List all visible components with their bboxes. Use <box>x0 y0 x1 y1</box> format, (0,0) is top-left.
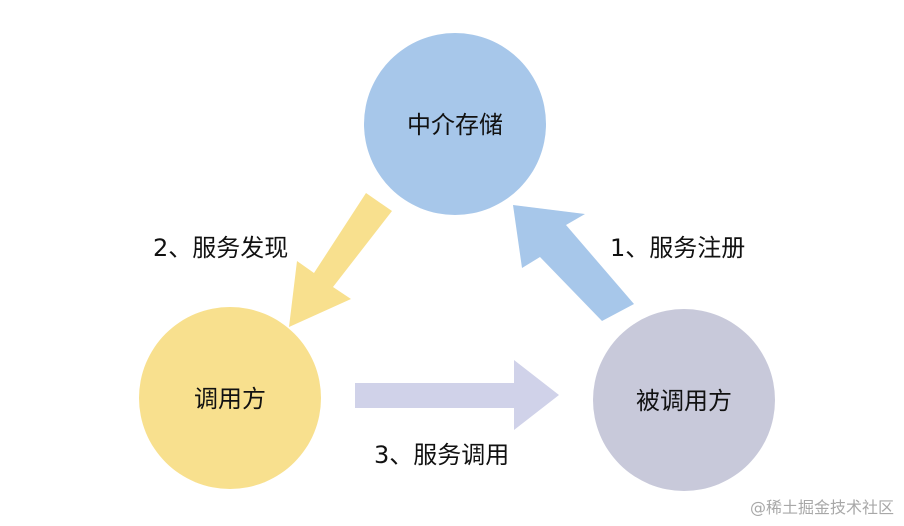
watermark: @稀土掘金技术社区 <box>749 498 894 517</box>
register-label: 1、服务注册 <box>610 234 745 262</box>
invoke-arrow <box>355 360 559 430</box>
consumer-node <box>139 307 321 489</box>
registry-node <box>364 33 546 215</box>
provider-node <box>593 309 775 491</box>
consumer-label: 调用方 <box>194 385 266 413</box>
register-arrow <box>513 205 634 321</box>
registry-label: 中介存储 <box>407 111 503 139</box>
discover-label: 2、服务发现 <box>153 234 288 262</box>
provider-label: 被调用方 <box>636 387 732 415</box>
invoke-label: 3、服务调用 <box>374 441 509 469</box>
discover-arrow <box>289 193 392 327</box>
